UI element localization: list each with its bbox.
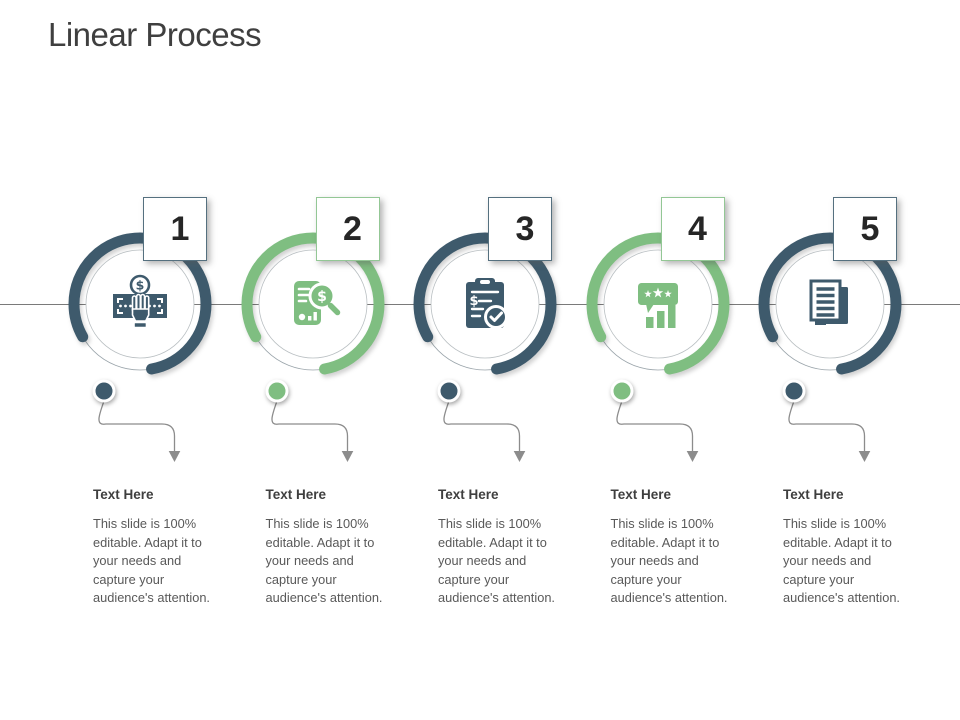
- process-step-1: 1 Text Here This slide is 100% editable.…: [54, 0, 226, 720]
- process-step-3: 3 Text Here This slide is 100% editable.…: [399, 0, 571, 720]
- step-graphic: [413, 232, 557, 462]
- arrow-down-icon: [686, 451, 698, 462]
- step-graphic: [586, 232, 729, 462]
- connector-dot: [265, 379, 288, 403]
- step-text-block: Text Here This slide is 100% editable. A…: [93, 487, 221, 608]
- step-body: This slide is 100% editable. Adapt it to…: [610, 516, 728, 606]
- arrow-down-icon: [168, 451, 181, 462]
- badge-number: 4: [688, 209, 707, 248]
- connector-dot: [782, 379, 806, 403]
- number-badge: 2: [315, 197, 380, 261]
- billing-checklist-icon: [464, 276, 508, 330]
- connector-line: [270, 400, 348, 451]
- step-graphic: [758, 232, 902, 462]
- step-heading: Text Here: [93, 487, 154, 502]
- connector-dot: [610, 379, 633, 403]
- connector-line: [615, 400, 693, 451]
- slide-title: Linear Process: [48, 16, 262, 53]
- connector-line: [443, 400, 521, 451]
- badge-number: 3: [515, 209, 535, 248]
- number-badge: 4: [660, 197, 725, 261]
- arrow-down-icon: [341, 451, 353, 462]
- step-text-block: Text Here This slide is 100% editable. A…: [266, 487, 394, 608]
- step-body: This slide is 100% editable. Adapt it to…: [438, 516, 555, 606]
- connector-line: [98, 400, 176, 451]
- step-heading: Text Here: [610, 487, 672, 502]
- process-step-2: 2 Text Here This slide is 100% editable.…: [227, 0, 399, 720]
- step-heading: Text Here: [265, 487, 327, 502]
- step-heading: Text Here: [438, 487, 499, 502]
- connector-dot: [437, 379, 461, 403]
- step-graphic: [68, 232, 212, 462]
- process-step-5: 5 Text Here This slide is 100% editable.…: [744, 0, 916, 720]
- badge-number: 1: [170, 209, 190, 248]
- progress-arc: [758, 232, 902, 376]
- documents-icon: [809, 279, 850, 327]
- number-badge: 3: [488, 197, 552, 261]
- arrow-down-icon: [858, 451, 871, 462]
- step-graphic: [241, 232, 384, 462]
- connector-line: [788, 400, 866, 451]
- step-body: This slide is 100% editable. Adapt it to…: [265, 516, 383, 606]
- progress-arc: [586, 232, 729, 376]
- progress-arc: [413, 232, 557, 376]
- step-text-block: Text Here This slide is 100% editable. A…: [611, 487, 739, 608]
- step-body: This slide is 100% editable. Adapt it to…: [93, 516, 210, 606]
- step-body: This slide is 100% editable. Adapt it to…: [783, 516, 900, 606]
- process-step-4: 4 Text Here This slide is 100% editable.…: [572, 0, 744, 720]
- badge-number: 2: [343, 209, 362, 248]
- progress-arc: [241, 232, 384, 376]
- number-badge: 1: [143, 197, 207, 261]
- arrow-down-icon: [513, 451, 526, 462]
- step-text-block: Text Here This slide is 100% editable. A…: [783, 487, 911, 608]
- step-heading: Text Here: [783, 487, 844, 502]
- badge-number: 5: [860, 209, 880, 248]
- progress-arc: [68, 232, 212, 376]
- number-badge: 5: [833, 197, 897, 261]
- connector-dot: [92, 379, 116, 403]
- step-text-block: Text Here This slide is 100% editable. A…: [438, 487, 566, 608]
